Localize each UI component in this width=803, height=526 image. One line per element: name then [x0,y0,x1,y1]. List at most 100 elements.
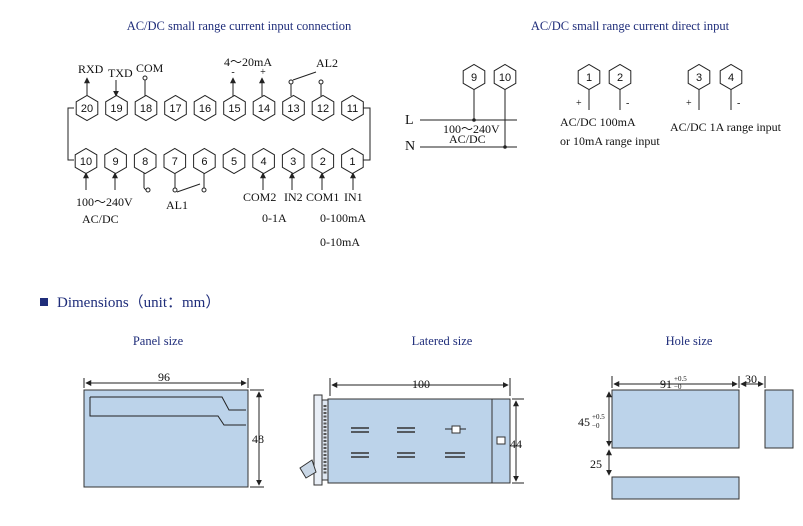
input-terminal-1-number: 1 [586,72,592,84]
terminal-3: 3 [281,147,305,175]
txd-label: TXD [108,66,133,80]
minus-b: - [737,98,740,109]
range-10ma-text: or 10mA range input [560,134,660,148]
terminal-15-number: 15 [228,103,240,115]
minus-a: - [626,98,629,109]
lateral-height: 44 [510,437,522,451]
lateral-size-caption: Latered size [412,334,473,348]
terminal-9: 9 [104,147,127,175]
terminal-17: 17 [164,94,187,122]
terminal-13-number: 13 [287,103,299,115]
com1-label: COM1 [306,190,339,204]
hole-gap-horizontal: 30 [745,372,757,386]
terminal-2-number: 2 [320,156,326,168]
hole-size-caption: Hole size [666,334,713,348]
input-terminal-1: 1 [577,63,601,91]
in2-label: IN2 [284,190,303,204]
supply-voltage-label: 100～240V [76,195,133,209]
connection-header: AC/DC small range current input connecti… [127,19,352,33]
al1-label: AL1 [166,198,188,212]
terminal-4: 4 [252,147,275,175]
rxd-label: RXD [78,62,104,76]
plus-sign: + [260,67,266,78]
input-terminal-3-number: 3 [696,72,702,84]
range-1a-text: AC/DC 1A range input [670,120,782,134]
range-0-1a-label: 0-1A [262,211,287,225]
input-terminal-3: 3 [687,63,711,91]
terminal-17-number: 17 [169,103,181,115]
terminal-15: 15 [223,94,246,122]
panel-height: 48 [252,432,264,446]
panel-size-caption: Panel size [133,334,184,348]
terminal-19-number: 19 [110,103,122,115]
line-N-label: N [405,139,415,154]
terminal-1-number: 1 [349,156,355,168]
hole-height: 45 [578,415,590,429]
terminal-10-number: 10 [80,156,92,168]
terminal-11-number: 11 [347,103,358,115]
terminal-12: 12 [311,94,335,122]
range-0-100ma-label: 0-100mA [320,211,366,225]
terminal-13: 13 [282,94,305,122]
supply-acdc-label: AC/DC [82,212,119,226]
terminal-18: 18 [134,94,158,122]
terminal-5: 5 [222,147,246,175]
panel-size-drawing [83,378,264,488]
terminal-19: 19 [105,94,128,122]
direct-input-header: AC/DC small range current direct input [531,19,730,33]
com-label: COM [136,61,164,75]
input-terminal-2-number: 2 [617,72,623,84]
power-terminal-10: 10 [493,63,517,91]
input-terminal-4-number: 4 [728,72,734,84]
lateral-length: 100 [412,377,430,391]
plus-a: + [576,98,582,109]
terminal-10: 10 [74,147,98,175]
power-terminal-9: 9 [462,63,486,91]
range-0-10ma-label: 0-10mA [320,235,360,249]
hole-height-tol-plus: +0.5 [592,413,605,421]
power-supply-wiring: 9 10 [420,63,517,149]
plus-b: + [686,98,692,109]
hole-size-drawing [606,376,794,500]
terminal-20-number: 20 [81,103,93,115]
terminal-1: 1 [341,147,364,175]
terminal-4-number: 4 [261,156,267,168]
terminal-3-number: 3 [290,156,296,168]
terminal-16: 16 [193,94,217,122]
terminal-18-number: 18 [140,103,152,115]
terminal-20: 20 [75,94,99,122]
terminal-12-number: 12 [317,103,329,115]
terminal-16-number: 16 [199,103,211,115]
terminal-9-number: 9 [113,156,119,168]
terminal-6-number: 6 [201,156,207,168]
hole-gap-vertical: 25 [590,457,602,471]
terminal-7-number: 7 [172,156,178,168]
terminal-11: 11 [341,94,364,122]
terminal-7: 7 [163,147,187,175]
hole-width: 91 [660,377,672,391]
hole-height-tol-minus: −0 [592,422,600,430]
al2-label: AL2 [316,56,338,70]
power-terminal-10-number: 10 [499,72,511,84]
com2-label: COM2 [243,190,276,204]
power-terminal-9-number: 9 [471,72,477,84]
hole-width-tol-minus: −0 [674,383,682,391]
terminal-2: 2 [311,147,335,175]
range-100ma-text: AC/DC 100mA [560,115,636,129]
terminal-8-number: 8 [142,156,148,168]
panel-width: 96 [158,370,170,384]
direct-supply-acdc: AC/DC [449,132,486,146]
minus-sign: - [231,67,234,78]
range-4-20ma-label: 4～20mA [224,55,272,69]
input-terminal-2: 2 [608,63,632,91]
hole-width-tol-plus: +0.5 [674,375,687,383]
terminal-8: 8 [133,147,157,175]
terminal-5-number: 5 [231,156,237,168]
bottom-terminal-row: 10 9 8 7 6 5 4 3 2 1 [74,147,364,175]
in1-label: IN1 [344,190,363,204]
section-bullet-icon [40,298,48,306]
